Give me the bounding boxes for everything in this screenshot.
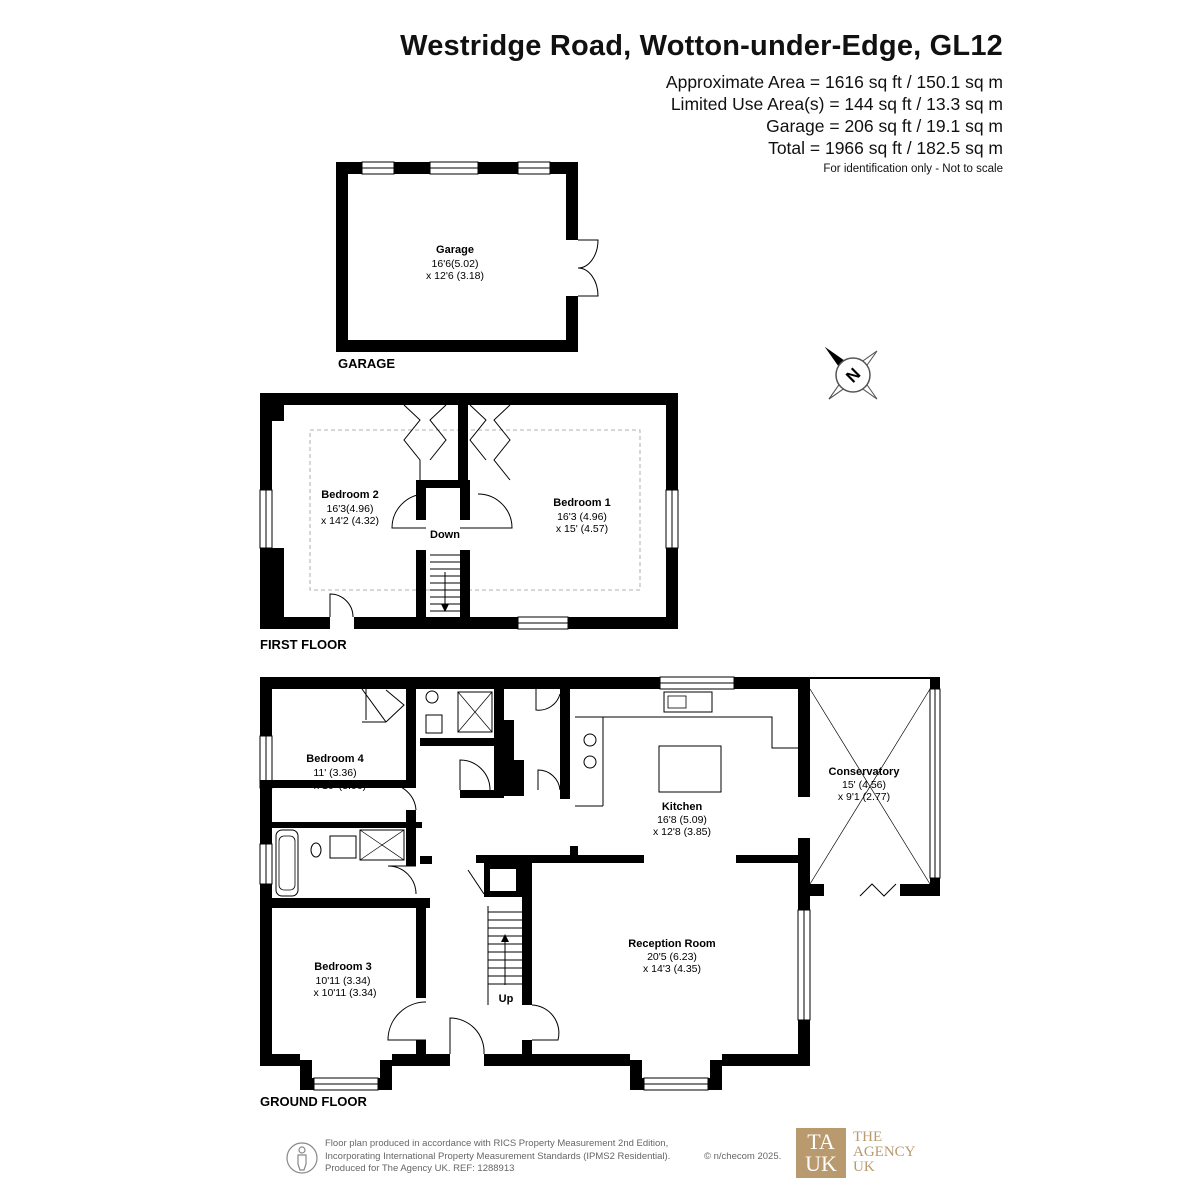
limited-use-boundary: [309, 429, 641, 591]
bedroom-3-dim-1: 10'11 (3.34): [316, 975, 371, 987]
bedroom-3-label: Bedroom 3: [314, 961, 371, 973]
kitchen-label: Kitchen: [662, 801, 703, 813]
reception-room-dim-1: 20'5 (6.23): [647, 951, 697, 963]
toilet-icon: [310, 842, 322, 858]
bedroom-4-dim-1: 11' (3.36): [313, 767, 356, 779]
limited-use-area: Limited Use Area(s) = 144 sq ft / 13.3 s…: [670, 94, 1003, 114]
kitchen-island: [658, 745, 722, 793]
footer-line-2: Incorporating International Property Mea…: [325, 1150, 671, 1162]
brand-logo: TA UK: [796, 1128, 846, 1178]
stairs-down: [430, 554, 460, 612]
brand-mark-2: UK: [805, 1151, 837, 1176]
bedroom-3-dim-2: x 10'11 (3.34): [313, 987, 376, 999]
bedroom-2-label: Bedroom 2: [321, 489, 378, 501]
brand-name-3: UK: [853, 1159, 875, 1175]
brand-name: THE AGENCY UK: [853, 1130, 916, 1175]
header: Westridge Road, Wotton-under-Edge, GL12 …: [400, 30, 1003, 175]
bedroom-1-dim-1: 16'3 (4.96): [557, 511, 607, 523]
kitchen-dim-1: 16'8 (5.09): [657, 814, 707, 826]
stairs-up-label: Up: [499, 993, 514, 1005]
brand-name-2: AGENCY: [853, 1144, 916, 1160]
footer-copyright: © n/checom 2025.: [704, 1151, 782, 1162]
garage-plan: Garage 16'6(5.02) x 12'6 (3.18) GARAGE: [336, 161, 599, 371]
garage-floor-label: GARAGE: [338, 356, 395, 371]
conservatory-dim-1: 15' (4.56): [842, 779, 886, 791]
bedroom-4-label: Bedroom 4: [306, 753, 364, 765]
garage-floor: [348, 174, 566, 340]
reception-room-dim-2: x 14'3 (4.35): [643, 963, 701, 975]
wc-toilet-icon: [425, 690, 439, 704]
footer-notes: Floor plan produced in accordance with R…: [325, 1138, 670, 1176]
kitchen-units: [575, 691, 798, 807]
front-door: [449, 1017, 485, 1055]
bedroom-2-dim-1: 16'3(4.96): [327, 503, 374, 515]
bedroom-4-dim-2: x 10' (3.06): [314, 780, 366, 792]
bedroom-3-bay-window: [300, 1054, 392, 1091]
stairs-down-label: Down: [430, 529, 460, 541]
total-area: Total = 1966 sq ft / 182.5 sq m: [768, 138, 1003, 158]
wc-fixtures: [425, 690, 493, 734]
disclaimer: For identification only - Not to scale: [823, 163, 1003, 175]
garage-area: Garage = 206 sq ft / 19.1 sq m: [766, 116, 1003, 136]
reception-room-label: Reception Room: [628, 938, 716, 950]
brand-mark-1: TA: [807, 1129, 835, 1154]
wc-sink-icon: [425, 714, 443, 734]
brand-name-1: THE: [853, 1129, 883, 1145]
kitchen-dim-2: x 12'8 (3.85): [653, 826, 711, 838]
conservatory-bifold-door: [859, 883, 897, 897]
ground-floor-label: GROUND FLOOR: [260, 1094, 367, 1109]
bedroom-1-dim-2: x 15' (4.57): [556, 523, 608, 535]
sink-icon: [329, 835, 357, 859]
stairs-up: [487, 906, 522, 1005]
reception-bay-window: [630, 1054, 722, 1091]
approximate-area: Approximate Area = 1616 sq ft / 150.1 sq…: [665, 72, 1003, 92]
conservatory-label: Conservatory: [829, 766, 901, 778]
conservatory-dim-2: x 9'1 (2.77): [838, 791, 890, 803]
bedroom-1-label: Bedroom 1: [553, 497, 610, 509]
garage-dim-2: x 12'6 (3.18): [426, 270, 484, 282]
footer-line-3: Produced for The Agency UK. REF: 1288913: [325, 1163, 515, 1174]
garage-door: [566, 239, 599, 297]
hob-icon: [583, 733, 597, 747]
bedroom-2-dim-2: x 14'2 (4.32): [321, 515, 379, 527]
person-info-icon: [286, 1142, 318, 1174]
garage-dim-1: 16'6(5.02): [432, 258, 479, 270]
bathroom-fixtures: [275, 829, 405, 897]
ground-floor-plan: Up Bedroom 4 11' (3.36) x 10' (3.06) Kit…: [259, 676, 941, 1109]
garage-label: Garage: [436, 244, 474, 256]
first-floor-label: FIRST FLOOR: [260, 637, 347, 652]
compass-icon: N: [824, 346, 878, 400]
property-title: Westridge Road, Wotton-under-Edge, GL12: [400, 30, 1003, 62]
first-floor-plan: Down Bedroom 2 16'3(4.96) x 14'2 (4.32) …: [259, 393, 679, 652]
footer-line-1: Floor plan produced in accordance with R…: [325, 1138, 669, 1149]
garage-windows: [361, 161, 551, 175]
